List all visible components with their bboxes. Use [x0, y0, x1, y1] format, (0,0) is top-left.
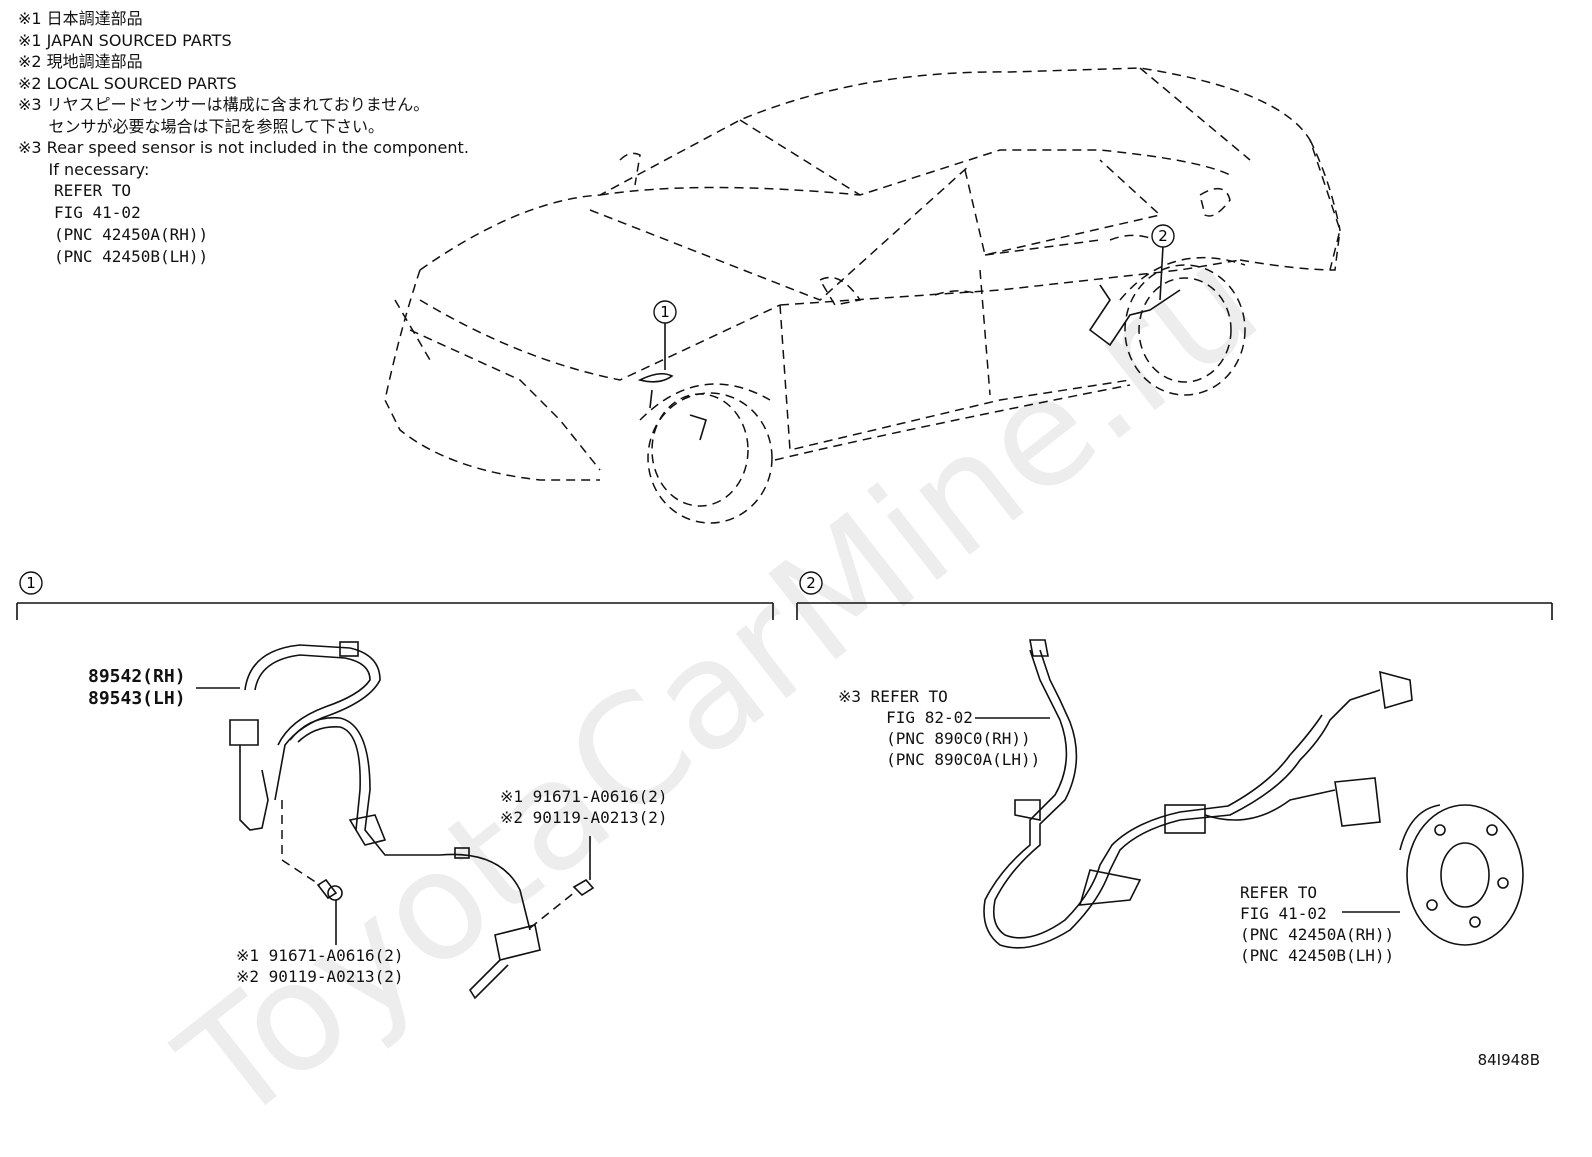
- svg-text:1: 1: [26, 574, 36, 592]
- note-line: ※2 LOCAL SOURCED PARTS: [18, 73, 237, 93]
- section-2-header: [796, 602, 1553, 620]
- bolt-label-right-1: ※1 91671-A0616(2): [500, 787, 668, 806]
- drawing-code: 84I948B: [1477, 1051, 1540, 1069]
- callout-1-car: 1: [653, 300, 677, 324]
- section-1-header: [16, 602, 774, 620]
- callout-1-section: 1: [19, 571, 43, 595]
- sensor-ref-line: (PNC 890C0(RH)): [838, 729, 1031, 748]
- notes-block: ※1 日本調達部品 ※1 JAPAN SOURCED PARTS ※2 現地調達…: [18, 8, 469, 268]
- front-speed-sensor: [196, 641, 595, 1000]
- note-line: ※3 リヤスピードセンサーは構成に含まれておりません。: [18, 95, 430, 114]
- note-line: センサが必要な場合は下記を参照して下さい。: [18, 116, 385, 136]
- hub-ref-line: REFER TO: [1240, 883, 1318, 902]
- hub-ref-line: (PNC 42450B(LH)): [1240, 946, 1395, 965]
- part-number-lh: 89543(LH): [88, 688, 186, 709]
- rear-sensor-harness: [975, 639, 1524, 949]
- sensor-ref-line: (PNC 890C0A(LH)): [838, 750, 1041, 769]
- hub-ref-line: FIG 41-02: [1240, 904, 1327, 923]
- note-line: ※2 現地調達部品: [18, 52, 143, 71]
- note-line: ※3 Rear speed sensor is not included in …: [18, 138, 469, 157]
- bolt-label-right-2: ※2 90119-A0213(2): [500, 808, 668, 827]
- svg-text:1: 1: [660, 303, 670, 321]
- refer-line: REFER TO: [54, 181, 132, 200]
- refer-line: FIG 41-02: [54, 203, 141, 222]
- car-outline: [384, 67, 1341, 524]
- note-line: ※1 日本調達部品: [18, 9, 143, 28]
- bolt-label-left-2: ※2 90119-A0213(2): [236, 967, 404, 986]
- bolt-label-left-1: ※1 91671-A0616(2): [236, 946, 404, 965]
- part-number-rh: 89542(RH): [88, 666, 186, 687]
- refer-line: (PNC 42450A(RH)): [54, 225, 209, 244]
- refer-line: (PNC 42450B(LH)): [54, 247, 209, 266]
- diagram-artwork: 1 2 1 2: [16, 67, 1553, 1000]
- sensor-ref-line: ※3 REFER TO: [838, 687, 948, 706]
- note-line: ※1 JAPAN SOURCED PARTS: [18, 30, 232, 50]
- hub-ref-line: (PNC 42450A(RH)): [1240, 925, 1395, 944]
- sensor-ref-line: FIG 82-02: [838, 708, 973, 727]
- svg-text:2: 2: [1158, 227, 1168, 245]
- callout-2-car: 2: [1151, 224, 1175, 248]
- note-line: If necessary:: [18, 159, 150, 179]
- callout-2-section: 2: [799, 571, 823, 595]
- svg-text:2: 2: [806, 574, 816, 592]
